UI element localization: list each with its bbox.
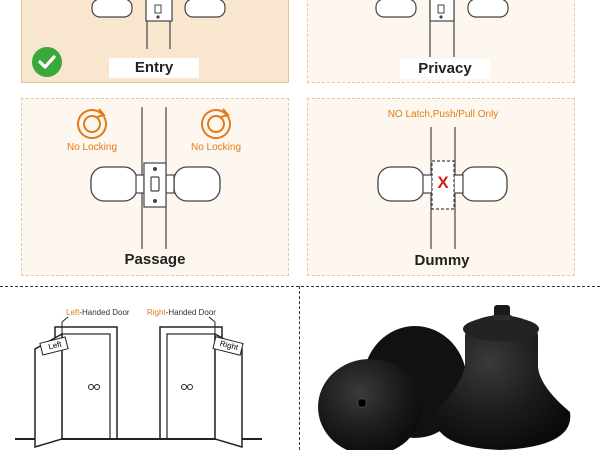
dummy-label: Dummy bbox=[414, 252, 470, 269]
passage-knob-illustration bbox=[90, 107, 221, 249]
privacy-knob-illustration bbox=[375, 0, 509, 57]
passage-label: Passage bbox=[124, 251, 186, 268]
dummy-knob-illustration bbox=[377, 127, 508, 249]
entry-label: Entry bbox=[109, 58, 199, 78]
section-divider bbox=[0, 286, 600, 287]
entry-panel[interactable]: Entry bbox=[21, 0, 289, 83]
knob-icon bbox=[318, 305, 571, 450]
door-diagram bbox=[15, 316, 262, 449]
product-photo bbox=[300, 287, 600, 450]
no-latch-mark: X bbox=[437, 173, 449, 192]
entry-knob-illustration bbox=[91, 0, 226, 49]
rotate-icon bbox=[77, 108, 107, 139]
dummy-panel[interactable]: NO Latch,Push/Pull Only X Dummy bbox=[307, 98, 575, 276]
left-handed-label: Left-Handed Door bbox=[66, 308, 130, 317]
rotate-icon bbox=[201, 108, 231, 139]
dummy-note: NO Latch,Push/Pull Only bbox=[387, 109, 499, 120]
passage-panel[interactable]: No Locking No Locking Passage bbox=[21, 98, 289, 276]
right-handed-label: Right-Handed Door bbox=[147, 308, 216, 317]
check-icon bbox=[32, 47, 62, 77]
passage-right-note: No Locking bbox=[190, 142, 242, 153]
door-handing-section: Left-Handed Door Right-Handed Door Left … bbox=[0, 287, 299, 450]
privacy-label: Privacy bbox=[400, 59, 490, 79]
privacy-panel[interactable]: Privacy bbox=[307, 0, 575, 83]
passage-left-note: No Locking bbox=[66, 142, 118, 153]
section-divider-vertical bbox=[299, 286, 300, 450]
